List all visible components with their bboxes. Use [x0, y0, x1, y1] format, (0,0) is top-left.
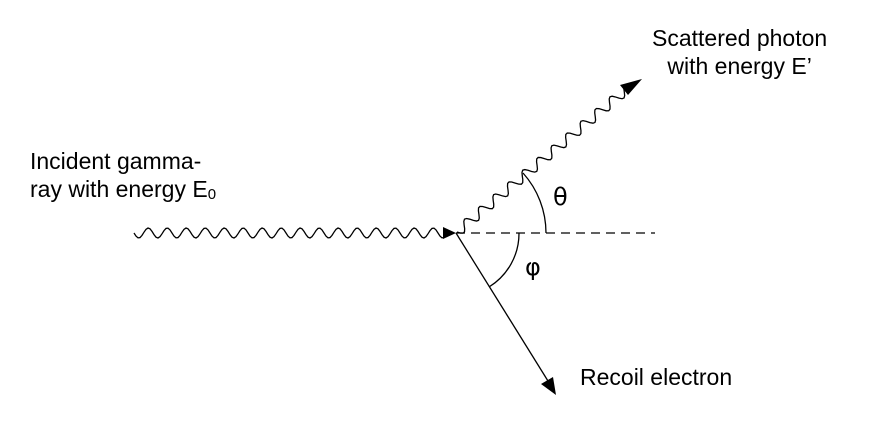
scattered-arrowhead — [620, 79, 642, 95]
recoil-label: Recoil electron — [580, 364, 733, 390]
theta-arc — [522, 172, 547, 234]
scattered-photon-wave — [456, 85, 626, 234]
incident-photon-wave — [133, 227, 445, 239]
incident-label-line2: ray with energy E0 — [30, 175, 216, 209]
incident-label-line2-text: ray with energy E — [30, 176, 208, 202]
recoil-arrowhead — [541, 377, 556, 395]
scattered-label: Scattered photon with energy E’ — [652, 24, 827, 80]
incident-label-line1: Incident gamma- — [30, 148, 202, 174]
incident-label: Incident gamma- ray with energy E0 — [30, 147, 216, 209]
scattered-label-line1: Scattered photon — [652, 25, 828, 51]
theta-symbol: θ — [553, 183, 568, 211]
phi-arc — [488, 232, 520, 288]
phi-symbol: φ — [525, 253, 541, 281]
scattered-label-line2: with energy E’ — [667, 53, 812, 79]
incident-energy-subscript: 0 — [207, 186, 217, 203]
incident-arrowhead — [443, 227, 456, 239]
recoil-electron-line — [455, 232, 549, 382]
